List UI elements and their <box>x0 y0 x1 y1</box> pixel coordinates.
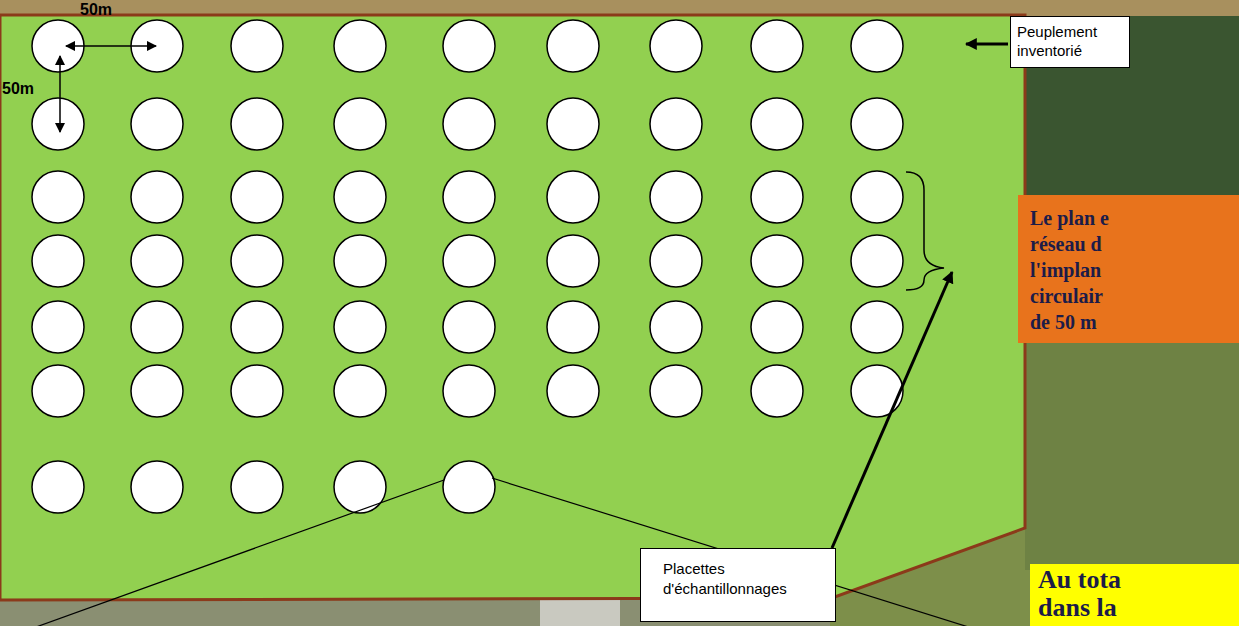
box-text: Placettes d'échantillonnages <box>663 559 813 600</box>
zoom-line <box>492 478 1010 626</box>
box-text: Peuplement inventorié <box>1017 23 1123 61</box>
sample-plot <box>443 461 495 513</box>
sample-plot <box>443 171 495 223</box>
sample-plot <box>851 20 903 72</box>
sample-plot <box>32 98 84 150</box>
spacing-arrow <box>66 45 156 47</box>
spacing-arrow <box>59 56 61 132</box>
sample-plot <box>547 171 599 223</box>
summary-box: Au tota dans la <box>1030 564 1239 626</box>
sample-plot <box>751 98 803 150</box>
box-text: Au tota dans la <box>1038 566 1138 622</box>
sample-plot <box>547 20 599 72</box>
sample-plot <box>547 98 599 150</box>
sample-plot <box>231 365 283 417</box>
info-box: Le plan e réseau d l'implan circulair de… <box>1018 195 1239 343</box>
sample-plot <box>547 235 599 287</box>
sample-plot <box>334 171 386 223</box>
sample-plot <box>851 98 903 150</box>
sample-plot <box>131 171 183 223</box>
sample-plot <box>851 171 903 223</box>
sample-plot <box>334 301 386 353</box>
sample-plot <box>131 301 183 353</box>
zoom-line <box>0 480 444 626</box>
callout-box: Peuplement inventorié <box>1010 16 1130 68</box>
sample-plot <box>650 98 702 150</box>
sample-plot <box>32 365 84 417</box>
sample-plot <box>443 20 495 72</box>
sample-plot <box>334 20 386 72</box>
sample-plot <box>650 365 702 417</box>
sample-plot <box>334 461 386 513</box>
sample-plot <box>443 98 495 150</box>
sample-plot <box>334 365 386 417</box>
plot-grid <box>32 20 903 513</box>
sample-plot <box>131 461 183 513</box>
stand-area <box>0 15 1025 600</box>
callout-box: Placettes d'échantillonnages <box>640 548 836 622</box>
dimension-label: 50m <box>80 1 112 19</box>
sample-plot <box>851 301 903 353</box>
sample-plot <box>851 235 903 287</box>
sample-plot <box>751 20 803 72</box>
sample-plot <box>231 461 283 513</box>
sample-plot <box>131 98 183 150</box>
box-text: Le plan e réseau d l'implan circulair de… <box>1030 205 1122 335</box>
sample-plot <box>751 235 803 287</box>
sample-plot <box>650 235 702 287</box>
sample-plot <box>231 235 283 287</box>
sample-plot <box>751 301 803 353</box>
sample-plot <box>443 235 495 287</box>
sample-plot <box>32 171 84 223</box>
sample-plot <box>32 301 84 353</box>
sample-plot <box>32 461 84 513</box>
sample-plot <box>231 98 283 150</box>
leader-arrow <box>832 272 952 548</box>
dimension-label: 50m <box>2 80 34 98</box>
sample-plot <box>231 20 283 72</box>
sample-plot <box>851 365 903 417</box>
grass-photo <box>1025 330 1239 570</box>
sample-plot <box>547 301 599 353</box>
sample-plot <box>650 20 702 72</box>
sample-plot <box>650 171 702 223</box>
sample-plot <box>231 171 283 223</box>
sample-plot <box>751 171 803 223</box>
sample-plot <box>443 365 495 417</box>
sample-plot <box>334 98 386 150</box>
sample-plot <box>131 365 183 417</box>
sample-plot <box>231 301 283 353</box>
sample-plot <box>334 235 386 287</box>
bracket <box>906 172 944 290</box>
sample-plot <box>131 235 183 287</box>
leader-arrow <box>966 43 1008 46</box>
sample-plot <box>650 301 702 353</box>
sample-plot <box>32 235 84 287</box>
sample-plot <box>751 365 803 417</box>
sample-plot <box>443 301 495 353</box>
sample-plot <box>547 365 599 417</box>
